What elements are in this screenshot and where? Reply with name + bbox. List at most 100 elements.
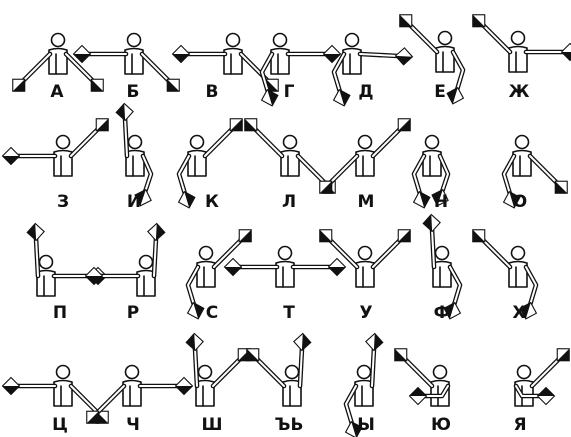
flag-icon [116, 104, 133, 121]
letter-label: Ц [52, 415, 68, 435]
torso [423, 151, 441, 177]
torso [188, 151, 206, 177]
torso [513, 151, 531, 177]
head [227, 34, 240, 47]
flag-icon [555, 181, 567, 193]
head [286, 366, 299, 379]
head [128, 34, 141, 47]
head [358, 366, 371, 379]
semaphore-figure [473, 230, 537, 319]
flag-icon [398, 230, 410, 242]
letter-label: П [53, 303, 67, 323]
flag-icon [96, 119, 108, 131]
head [436, 247, 449, 260]
torso [356, 262, 374, 288]
flag-icon [396, 48, 413, 65]
semaphore-figure [3, 119, 109, 176]
head [439, 32, 452, 45]
head [518, 366, 531, 379]
semaphore-figure [188, 230, 252, 319]
flag-icon [13, 79, 25, 91]
letter-label: Р [127, 303, 139, 323]
letter-label: Ш [201, 415, 222, 435]
letter-label: Б [127, 82, 140, 102]
flag-icon [400, 15, 412, 27]
flag-icon [395, 349, 407, 361]
flag-icon [262, 90, 278, 106]
flag-icon [334, 90, 350, 106]
head [512, 32, 525, 45]
letter-label: Ю [431, 415, 451, 435]
flag-icon [186, 334, 203, 351]
flag-icon [176, 378, 193, 395]
flag-icon [91, 79, 103, 91]
flag-icon [398, 119, 410, 131]
head [346, 34, 359, 47]
letter-label: И [127, 192, 141, 212]
semaphore-figure [86, 224, 165, 296]
torso [281, 151, 299, 177]
flag-icon [27, 224, 44, 241]
flag-icon [447, 88, 463, 104]
letter-label: Т [283, 303, 295, 323]
flag-icon [167, 79, 179, 91]
flag-icon [188, 303, 204, 319]
flag-icon [74, 46, 91, 63]
head [129, 136, 142, 149]
head [200, 247, 213, 260]
flag-icon [87, 411, 99, 423]
torso [509, 262, 527, 288]
torso [343, 49, 361, 75]
letter-label: З [57, 192, 69, 212]
head [516, 136, 529, 149]
torso [197, 262, 215, 288]
flag-icon [245, 119, 257, 131]
semaphore-figure [186, 334, 250, 406]
head [199, 366, 212, 379]
flag-icon [329, 259, 346, 276]
flag-icon [414, 192, 430, 208]
head [40, 256, 53, 269]
semaphore-figure [395, 349, 449, 406]
head [57, 136, 70, 149]
letter-label: Х [512, 303, 525, 323]
letter-label: Ч [126, 415, 140, 435]
semaphore-figure [473, 15, 571, 72]
torso [271, 49, 289, 75]
letter-label: Д [358, 82, 373, 102]
flag-icon [538, 388, 555, 405]
flag-icon [230, 119, 242, 131]
flag-icon [473, 230, 485, 242]
letter-label: Е [434, 82, 446, 102]
letter-label: М [358, 192, 375, 212]
flag-icon [3, 148, 20, 165]
head [279, 247, 292, 260]
flag-icon [324, 46, 341, 63]
flag-icon [557, 349, 569, 361]
letter-label: Ы [357, 415, 375, 435]
letter-label: Ф [434, 303, 451, 323]
torso [125, 49, 143, 75]
torso [224, 49, 242, 75]
flag-icon [320, 181, 332, 193]
flag-icon [366, 334, 383, 351]
head [426, 136, 439, 149]
letter-label: К [205, 192, 219, 212]
semaphore-figure [515, 349, 569, 406]
letter-label: В [206, 82, 219, 102]
head [140, 256, 153, 269]
letter-label: Л [282, 192, 296, 212]
torso [356, 151, 374, 177]
torso [54, 381, 72, 407]
head [274, 34, 287, 47]
letter-label: С [206, 303, 218, 323]
semaphore-figure [27, 224, 106, 296]
letter-label: Я [513, 415, 526, 435]
head [191, 136, 204, 149]
head [434, 366, 447, 379]
flag-icon [294, 334, 311, 351]
flag-icon [148, 224, 165, 241]
flag-icon [562, 44, 571, 61]
